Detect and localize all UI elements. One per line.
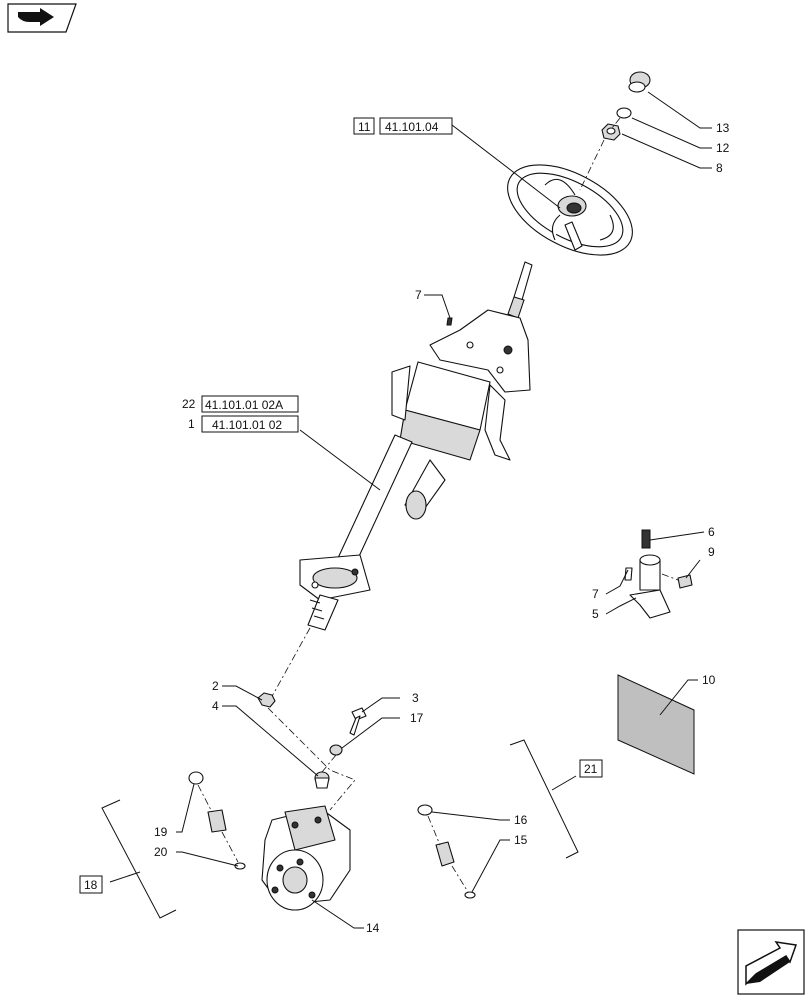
- callout-6: 6: [708, 525, 715, 539]
- bracket-assembly-drawing: [624, 529, 693, 619]
- column-ref-a-text: 41.101.01 02A: [205, 398, 283, 412]
- ref-box-21[interactable]: 21: [579, 759, 603, 778]
- callout-1: 1: [188, 417, 195, 431]
- ref-box-18[interactable]: 18: [79, 875, 103, 894]
- callout-9: 9: [708, 545, 715, 559]
- callout-13: 13: [716, 121, 730, 135]
- nut-drawing: [601, 123, 621, 141]
- callout-11: 11: [358, 120, 371, 134]
- callout-10: 10: [702, 673, 716, 687]
- ref-box-column-b[interactable]: 41.101.01 02: [201, 415, 299, 433]
- adapter-left-drawing: [207, 809, 227, 833]
- callout-8: 8: [716, 161, 723, 175]
- callout-19: 19: [154, 825, 168, 839]
- callout-12: 12: [716, 141, 730, 155]
- hex-nut-drawing: [257, 692, 276, 708]
- book-arrow-icon[interactable]: [7, 3, 77, 33]
- callout-17: 17: [410, 711, 424, 725]
- adapter-right-drawing: [435, 841, 455, 867]
- callout-21: 21: [584, 762, 598, 776]
- callout-4: 4: [212, 699, 219, 713]
- o-ring-20-drawing: [234, 862, 246, 870]
- callout-5: 5: [592, 607, 599, 621]
- bolt-drawing: [446, 317, 453, 326]
- bracket-21: [509, 739, 579, 859]
- callout-2: 2: [212, 679, 219, 693]
- seal-19-drawing: [188, 771, 204, 785]
- callout-18: 18: [84, 878, 98, 892]
- o-ring-15-drawing: [464, 891, 476, 899]
- callout-20: 20: [154, 845, 168, 859]
- callout-3: 3: [412, 691, 419, 705]
- seal-16-drawing: [417, 804, 433, 816]
- callout-15: 15: [514, 833, 528, 847]
- next-page-arrow-icon[interactable]: [737, 929, 805, 995]
- steering-unit-drawing: [261, 805, 351, 911]
- steering-column-drawing: [299, 261, 533, 631]
- ref-box-wheel[interactable]: 41.101.04: [379, 117, 453, 135]
- column-ref-b-text: 41.101.01 02: [212, 418, 282, 432]
- hub-cap-drawing: [628, 71, 651, 93]
- bolt-3-drawing: [349, 707, 367, 736]
- callout-22: 22: [182, 397, 196, 411]
- steering-wheel-drawing: [507, 164, 633, 256]
- callout-7-top: 7: [415, 288, 422, 302]
- callout-16: 16: [514, 813, 528, 827]
- washer-drawing: [616, 107, 632, 119]
- washer-17-drawing: [329, 744, 343, 756]
- bracket-18: [101, 799, 177, 919]
- wheel-ref-text: 41.101.04: [385, 120, 439, 134]
- ref-box-11[interactable]: 11: [353, 117, 375, 135]
- decal-plate-drawing: [617, 674, 695, 775]
- ref-box-column-a[interactable]: 41.101.01 02A: [201, 395, 299, 413]
- callout-7-bracket: 7: [592, 587, 599, 601]
- callout-14: 14: [366, 921, 380, 935]
- fitting-4-drawing: [314, 771, 330, 789]
